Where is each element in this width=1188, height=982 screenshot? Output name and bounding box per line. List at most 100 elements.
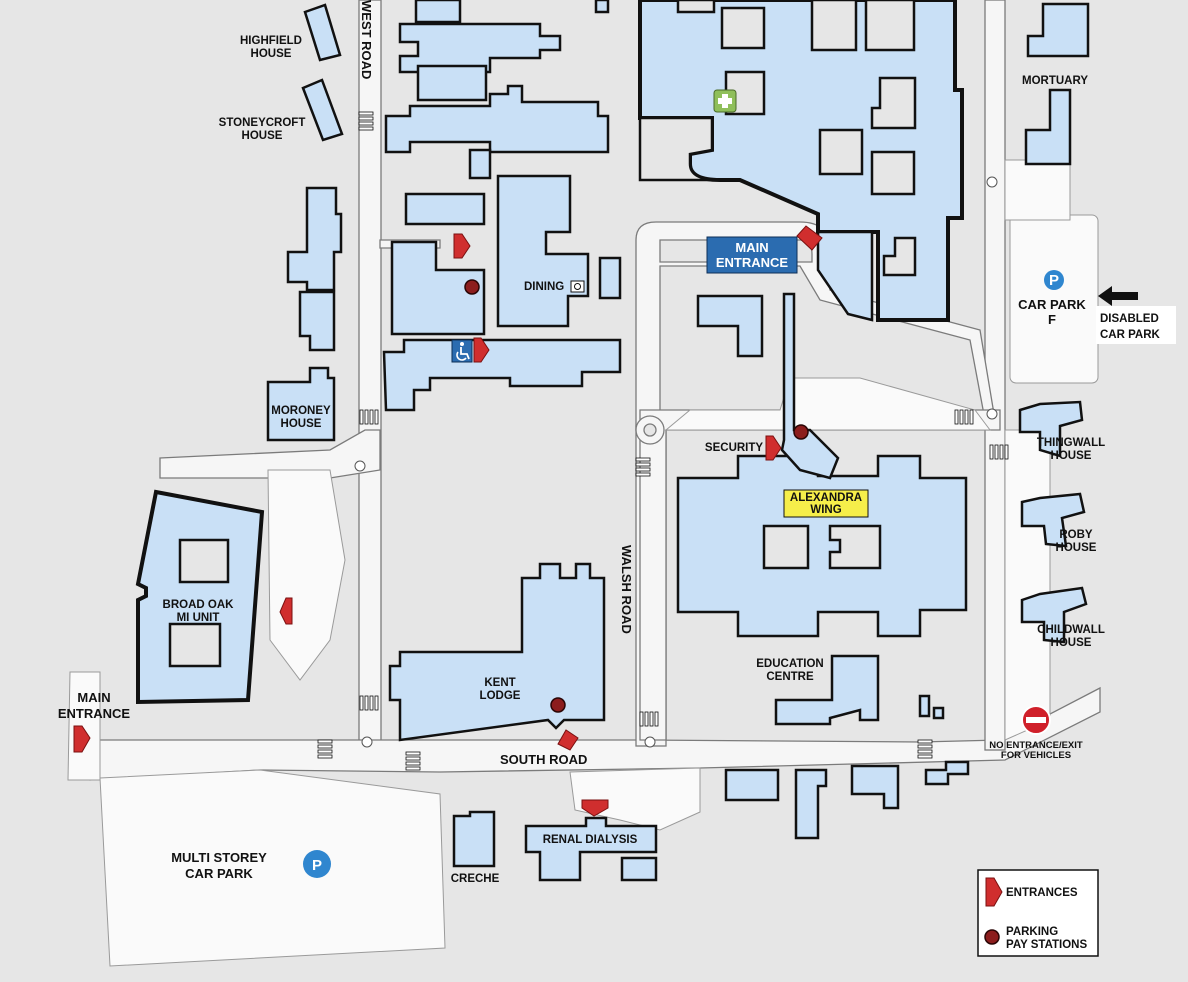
courtyard [864,0,916,52]
dining-label: DINING [524,281,564,293]
alexandra-label-line2: WING [810,504,841,516]
roby-house-building [1020,492,1086,548]
entrance-arrow-icon[interactable] [557,729,579,751]
main-entrance-sign-line2: ENTRANCE [716,255,789,270]
alexandra-wing-label: ALEXANDRA WING [783,489,869,518]
entrance-arrow-icon[interactable] [473,337,490,363]
security-label: SECURITY [705,442,763,454]
moroney-label-line1: MORONEY [271,405,331,417]
courtyard [828,524,882,570]
education-label-line2: CENTRE [766,671,814,683]
disabled-car-park-line1: DISABLED [1100,313,1159,325]
stoneycroft-label-line2: HOUSE [242,130,283,142]
entrance-arrow-icon[interactable] [73,725,91,753]
central-block [594,0,610,14]
walsh-road-label: WALSH ROAD [619,545,634,634]
car-park-f[interactable]: P CAR PARK F [1018,270,1086,327]
bollard [361,736,373,748]
broad-oak-mi-unit-building [135,489,265,705]
entrance-arrow-icon[interactable] [796,225,823,251]
small-building [918,694,931,718]
creche-building [452,810,496,868]
alexandra-wing-building [676,454,968,638]
mortuary-building [1024,88,1072,166]
legend-pay-stations-line2: PAY STATIONS [1006,939,1087,951]
dining-icon [570,280,585,293]
entrance-arrow-icon[interactable] [581,799,609,817]
first-aid-icon [713,89,737,113]
parking-icon-letter: P [312,857,322,874]
moroney-house-building [266,366,336,442]
alexandra-label-line1: ALEXANDRA [790,492,862,504]
west-main-entrance-line1: MAIN [77,690,110,705]
entrance-arrow-icon [985,877,1003,907]
dining-annex [598,256,622,300]
roby-label-line2: HOUSE [1056,542,1097,554]
childwall-house-building [1020,586,1088,644]
house-block [286,186,343,292]
dining-building [496,174,590,328]
disabled-car-park: DISABLED CAR PARK [1096,286,1176,344]
south-building [924,760,970,786]
education-label-line1: EDUCATION [756,658,824,670]
stoneycroft-label-line1: STONEYCROFT [219,117,306,129]
central-block [468,148,492,180]
no-entry-bar [1026,717,1046,723]
broad-oak-paving [267,469,346,681]
pay-station-icon[interactable] [550,697,566,713]
west-main-entrance-label: MAIN ENTRANCE [58,690,131,721]
pay-stations [464,279,809,713]
entrance-arrow-icon[interactable] [279,597,293,625]
roundabout-north-island [643,423,657,437]
central-west-block [390,240,486,336]
no-entrance-sign: NO ENTRANCE/EXIT FOR VEHICLES [989,705,1083,761]
mortuary-label: MORTUARY [1022,75,1088,87]
childwall-label-line2: HOUSE [1051,637,1092,649]
pay-station-icon[interactable] [464,279,480,295]
main-entrance-sign[interactable]: MAIN ENTRANCE [706,236,798,274]
arrow-left-icon [1098,286,1138,306]
left-entrance-paving [67,671,101,781]
entrance-markers [73,225,823,817]
disabled-car-park-line2: CAR PARK [1100,329,1161,341]
childwall-label-line1: CHILDWALL [1037,624,1105,636]
broad-oak-label-line1: BROAD OAK [163,599,235,611]
central-block [414,0,462,24]
no-entrance-line2: FOR VEHICLES [1001,750,1071,761]
central-upper-block [398,22,562,74]
alexandra-label-box [783,489,869,518]
renal-dialysis-label: RENAL DIALYSIS [543,834,638,846]
courtyard [676,0,716,14]
central-corridor-block [384,84,610,154]
legend-entrances-label: ENTRANCES [1006,887,1078,899]
entrance-arrow-icon[interactable] [765,435,782,461]
parking-icon-letter: P [1049,272,1059,289]
pay-station-icon [984,929,1000,945]
south-building [794,768,828,840]
bollard [986,408,998,420]
kent-lodge-label-line1: KENT [484,677,515,689]
pay-station-icon[interactable] [793,424,809,440]
courtyard [870,76,917,130]
courtyard [638,116,740,182]
mortuary-north-block [1026,2,1090,58]
map-legend: ENTRANCES PARKING PAY STATIONS [977,869,1099,957]
bollard [644,736,656,748]
wheelchair-icon [451,339,473,363]
entrance-arrow-icon[interactable] [453,233,471,259]
car-park-f-line1: CAR PARK [1018,297,1086,312]
roundabouts [354,176,998,748]
multi-storey-line1: MULTI STOREY [171,850,267,865]
roby-label-line1: ROBY [1059,529,1093,541]
small-building [932,706,945,720]
renal-dialysis-building [524,816,658,882]
courtyard [720,6,766,50]
multi-storey-car-park[interactable]: MULTI STOREY CAR PARK P [171,850,331,881]
west-road-label: WEST ROAD [359,0,374,79]
road-network [67,0,1101,967]
central-block [404,192,486,226]
south-building [724,768,780,802]
disabled-car-park-box [1096,306,1176,344]
legend-pay-stations-line1: PARKING [1006,926,1058,938]
